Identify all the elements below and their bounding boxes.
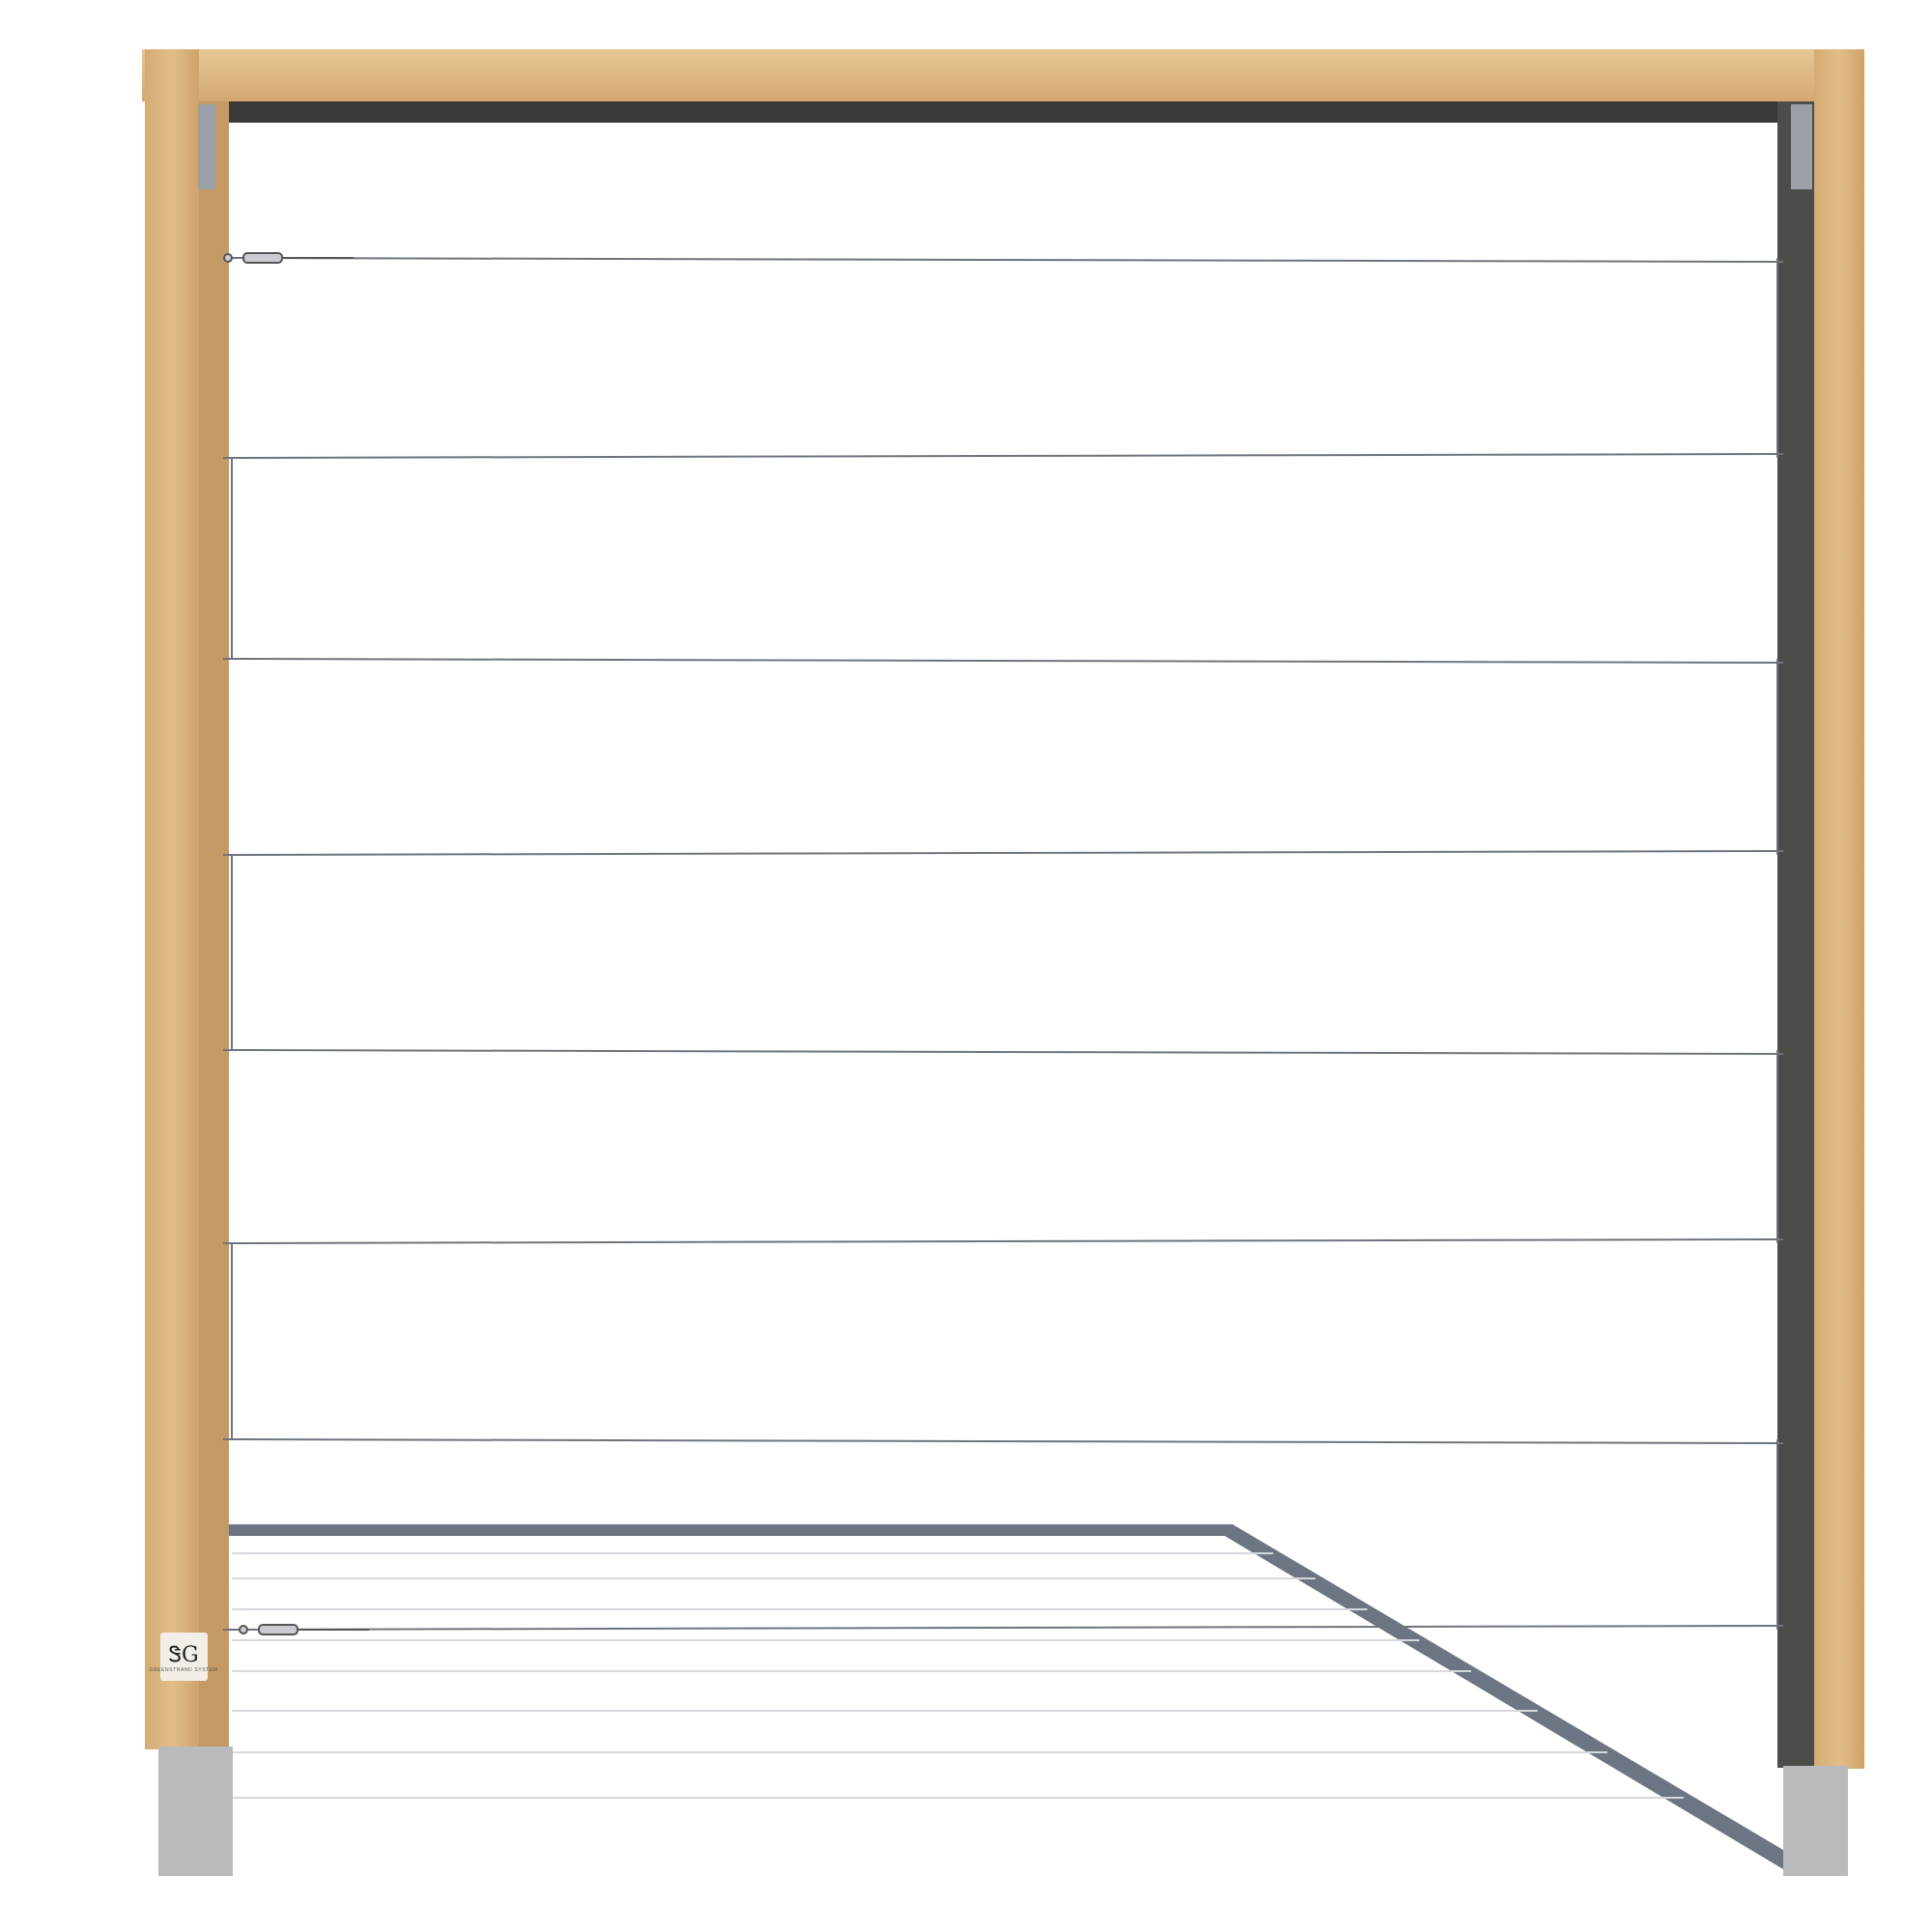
- right-post: [1777, 49, 1864, 1769]
- svg-text:ᏕG: ᏕG: [168, 1643, 198, 1667]
- wire: [222, 1438, 1784, 1444]
- turnbuckle-bottom: [239, 1624, 369, 1635]
- wire: [222, 850, 1784, 856]
- turnbuckle-top: [223, 252, 354, 264]
- corner-bracket-right: [1791, 104, 1812, 189]
- left-footing: [158, 1747, 233, 1876]
- wire: [222, 257, 1784, 263]
- wires: [222, 257, 1784, 1631]
- right-footing: [1783, 1766, 1848, 1876]
- wire: [222, 658, 1784, 664]
- wire: [222, 1049, 1784, 1055]
- wire: [222, 1625, 1784, 1631]
- brand-logo: ᏕG GREENSTRAND SYSTEM: [149, 1633, 217, 1681]
- top-beam: [142, 49, 1863, 123]
- left-post: [145, 49, 229, 1749]
- corner-bracket-left: [198, 104, 215, 189]
- ground-shadow: [229, 1524, 1783, 1869]
- wire: [222, 453, 1784, 459]
- wire: [222, 1238, 1784, 1244]
- logo-text: GREENSTRAND SYSTEM: [149, 1667, 217, 1673]
